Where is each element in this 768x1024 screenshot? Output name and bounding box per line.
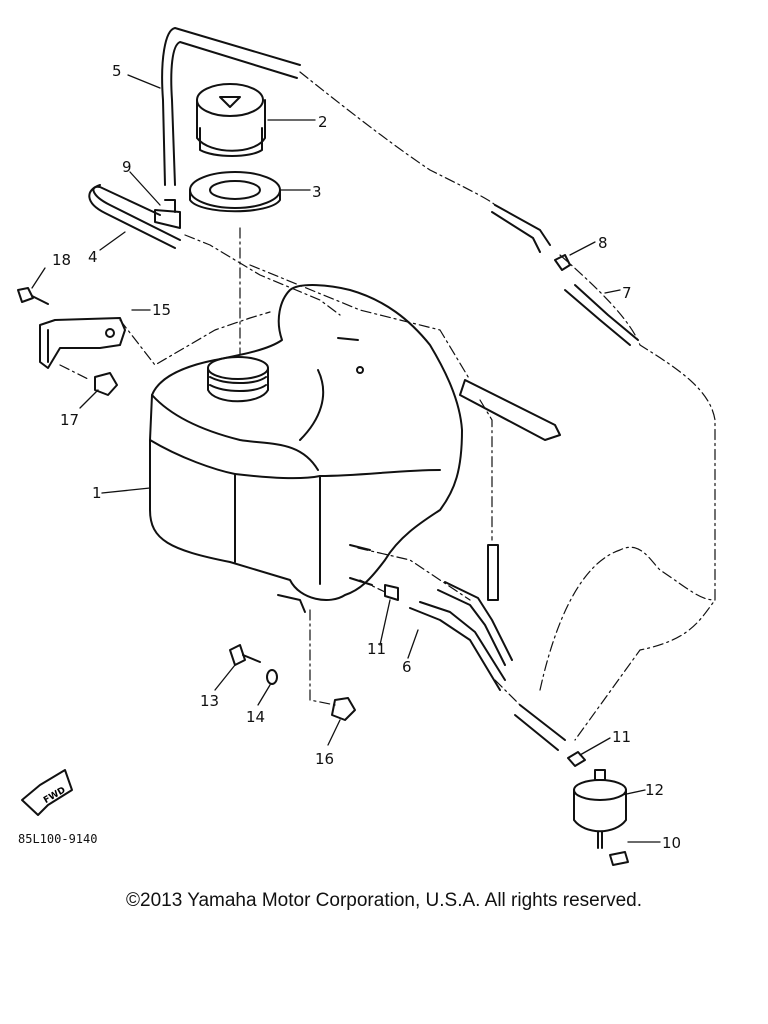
hose-long bbox=[459, 379, 561, 441]
nut-15 bbox=[331, 697, 356, 721]
callout-7: 7 bbox=[622, 284, 632, 302]
callout-9: 9 bbox=[122, 158, 132, 176]
bolt-18 bbox=[17, 287, 49, 305]
hose-pair bbox=[409, 581, 513, 691]
callout-16: 15 bbox=[152, 301, 171, 319]
part-code: 85L100-9140 bbox=[18, 832, 97, 846]
coolant-tank bbox=[149, 284, 463, 613]
callout-4: 4 bbox=[88, 248, 98, 266]
hose-u bbox=[88, 184, 181, 249]
leader-lines bbox=[31, 74, 661, 843]
callout-10: 10 bbox=[662, 834, 681, 852]
callout-1: 1 bbox=[92, 484, 102, 502]
inline-filter bbox=[573, 769, 627, 849]
callout-17: 17 bbox=[60, 411, 79, 429]
nut-17 bbox=[94, 372, 118, 396]
tank-cap bbox=[196, 83, 266, 157]
parts-diagram: 5 2 3 9 4 8 7 18 15 17 1 11 6 13 14 16 1… bbox=[17, 27, 716, 866]
callout-11-lower: 11 bbox=[612, 728, 631, 746]
callout-6: 6 bbox=[402, 658, 412, 676]
callout-15: 16 bbox=[315, 750, 334, 768]
hose-7 bbox=[554, 254, 639, 346]
hose-short bbox=[491, 204, 551, 253]
tee-fitting bbox=[154, 199, 181, 229]
callout-5: 5 bbox=[112, 62, 122, 80]
vent-hose bbox=[161, 27, 301, 186]
callout-3: 3 bbox=[312, 183, 322, 201]
callout-18: 18 bbox=[52, 251, 71, 269]
clamp-11 bbox=[384, 584, 586, 767]
copyright-notice: ©2013 Yamaha Motor Corporation, U.S.A. A… bbox=[126, 890, 642, 911]
fwd-label: FWD bbox=[42, 785, 67, 805]
callout-14: 14 bbox=[246, 708, 265, 726]
bolt-13 bbox=[229, 644, 261, 666]
callout-2: 2 bbox=[318, 113, 328, 131]
washer-14 bbox=[266, 669, 278, 685]
fwd-arrow-icon bbox=[21, 769, 73, 816]
callout-13: 13 bbox=[200, 692, 219, 710]
callout-8: 8 bbox=[598, 234, 608, 252]
bracket-16 bbox=[39, 317, 126, 369]
callout-11-upper: 11 bbox=[367, 640, 386, 658]
gasket bbox=[189, 171, 281, 213]
lower-hose bbox=[514, 704, 566, 751]
clamp-10 bbox=[609, 851, 629, 866]
callout-12: 12 bbox=[645, 781, 664, 799]
routing-lines bbox=[59, 71, 716, 741]
hose-vertical bbox=[487, 544, 499, 601]
